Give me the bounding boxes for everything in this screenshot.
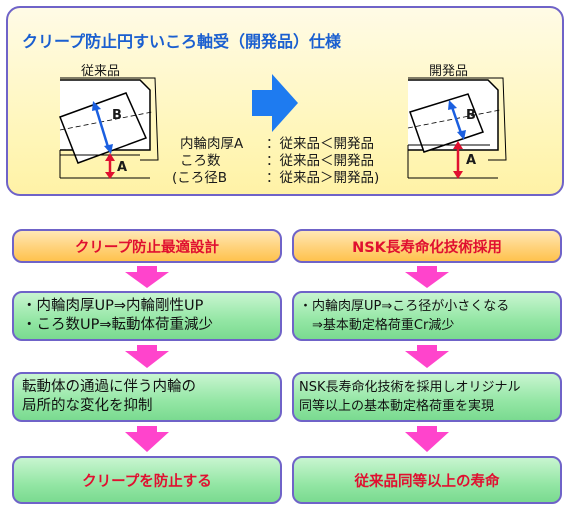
b-dimension-arrow [94,107,110,148]
b-dimension-arrow [450,106,463,134]
right-step-4: 従来品同等以上の寿命 [292,456,562,504]
right-step-1: NSK長寿命化技術採用 [292,229,562,263]
spec-title: クリープ防止円すいころ軸受（開発品）仕様 [22,32,342,51]
down-arrow-icon [125,345,169,368]
label-b-conventional: B [112,108,122,123]
label-a-developed: A [466,153,477,168]
down-arrow-icon [405,426,449,452]
left-step-2: ・内輪肉厚UP⇒内輪剛性UP ・ころ数UP⇒転動体荷重減少 [12,291,282,341]
comparison-row: ころ数：従来品＜開発品 [180,153,374,169]
label-conventional: 従来品 [81,64,121,79]
right-step-2: ・内輪肉厚UP⇒ころ径が小さくなる ⇒基本動定格荷重Cr減少 [292,291,562,341]
comparison-row: 内輪肉厚A：従来品＜開発品 [180,136,374,152]
left-step-4: クリープを防止する [12,456,282,504]
down-arrow-icon [125,266,169,288]
down-arrow-icon [125,426,169,452]
bearing-conventional [59,77,159,179]
right-step-3: NSK長寿命化技術を採用しオリジナル 同等以上の基本動定格荷重を実現 [292,372,562,422]
down-arrow-icon [405,266,449,288]
left-step-3: 転動体の通過に伴う内輪の 局所的な変化を抑制 [12,372,282,422]
bearing-developed [407,77,507,179]
down-arrow-icon [405,345,449,368]
left-step-1: クリープ防止最適設計 [12,229,282,263]
comparison-row: (ころ径B：従来品＞開発品) [172,170,380,186]
label-a-conventional: A [117,160,128,175]
big-arrow-icon [252,74,298,132]
label-b-developed: B [466,108,476,123]
bearing-diagrams [59,74,507,179]
label-developed: 開発品 [429,64,469,79]
